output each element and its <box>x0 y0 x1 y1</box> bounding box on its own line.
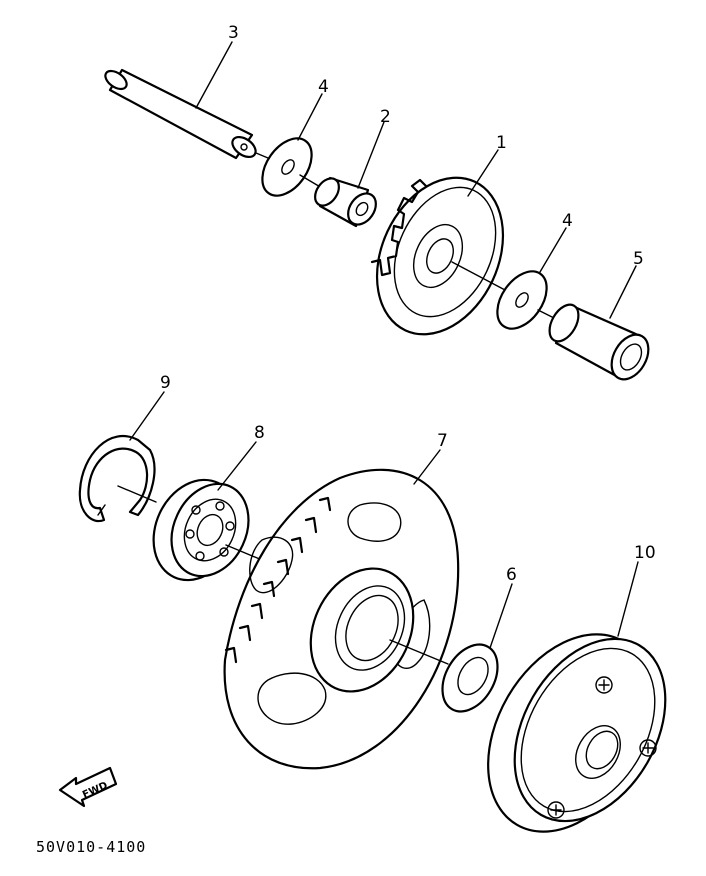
part-3-shaft <box>104 68 257 160</box>
part-4-washer-lower <box>496 270 548 330</box>
callout-7: 8 <box>254 423 265 443</box>
callout-8: 9 <box>160 373 171 393</box>
axis-line-7 <box>389 639 449 665</box>
axis-line-1 <box>255 152 269 159</box>
part-8-circlip <box>78 434 156 523</box>
callout-2: 2 <box>380 107 391 127</box>
callout-9: 10 <box>634 543 656 563</box>
callout-4-lower: 4 <box>562 211 573 231</box>
part-5-bushing <box>548 303 650 381</box>
callout-6: 7 <box>437 431 448 451</box>
callout-10: 6 <box>506 565 517 585</box>
axis-line-3 <box>451 261 506 291</box>
axis-line-6 <box>225 544 263 561</box>
part-2-collar <box>314 176 377 228</box>
part-9-clutch-housing <box>487 633 667 833</box>
fwd-arrow-icon: FWD <box>58 766 118 808</box>
callout-numbers: 3 4 2 1 4 5 9 8 7 10 6 <box>160 23 656 585</box>
callout-1: 1 <box>496 133 507 153</box>
callout-5: 5 <box>633 249 644 269</box>
part-code: 50V010-4100 <box>36 838 146 856</box>
axis-line-5 <box>117 485 157 503</box>
part-10-washer <box>441 643 499 713</box>
callout-3: 3 <box>228 23 239 43</box>
callout-4-upper: 4 <box>318 77 329 97</box>
part-7-bearing <box>152 478 250 582</box>
part-6-large-gear <box>223 468 460 770</box>
part-4-washer-upper <box>261 137 313 197</box>
leader-lines <box>129 41 639 649</box>
